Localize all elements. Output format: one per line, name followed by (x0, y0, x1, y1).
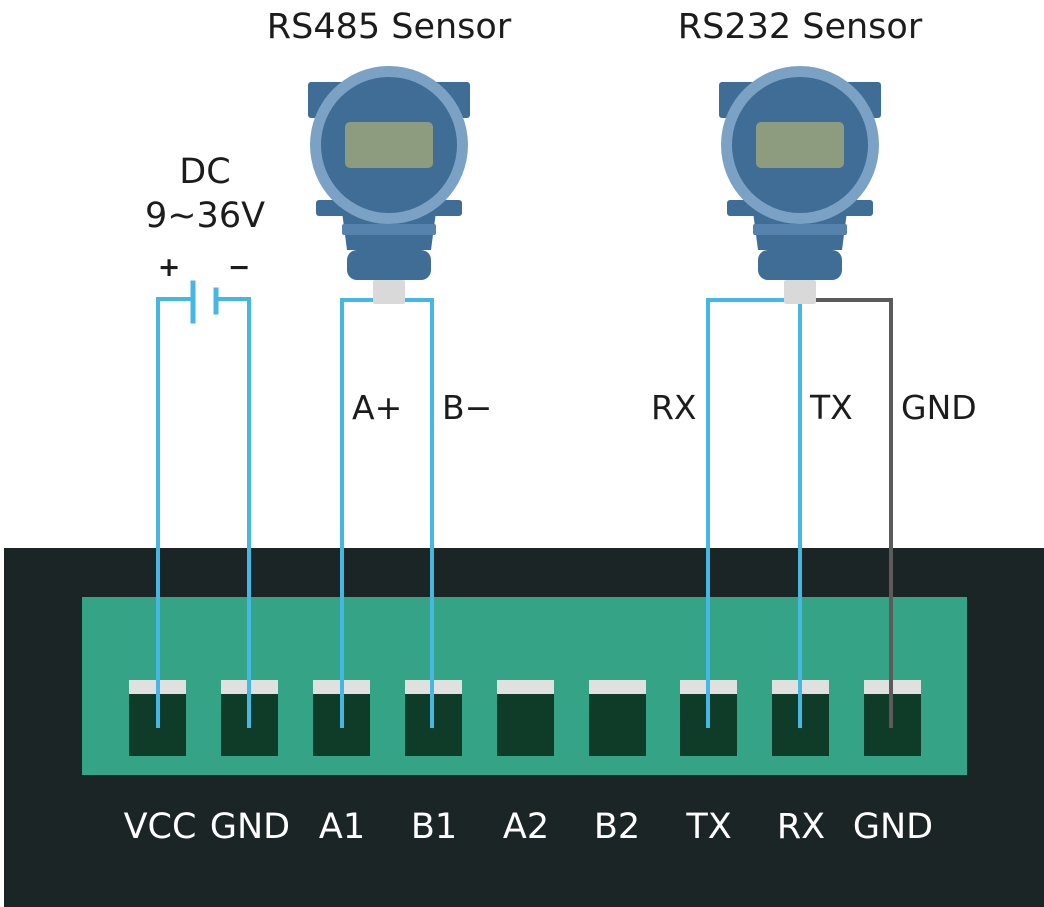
terminal-labels: VCC GND A1 B1 A2 B2 TX RX GND (124, 807, 934, 847)
terminal-label-b2: B2 (594, 807, 640, 847)
wire-label-tx: TX (809, 388, 853, 427)
terminal-label-b1: B1 (411, 807, 457, 847)
terminal-label-gnd1: GND (210, 807, 290, 847)
terminal-label-a2: A2 (503, 807, 549, 847)
wire-gnd-power (216, 297, 251, 728)
terminal-slot-b2 (589, 680, 646, 756)
power-plus-sign: + (158, 252, 181, 283)
terminal-slot-a2 (497, 680, 554, 756)
power-label-voltage: 9~36V (145, 196, 265, 236)
terminal-label-vcc: VCC (124, 807, 197, 847)
wire-label-b-minus: B− (442, 388, 492, 427)
wire-vcc (156, 297, 193, 728)
power-minus-sign: − (228, 252, 251, 283)
power-label-dc: DC (179, 152, 230, 192)
terminal-label-gnd2: GND (853, 807, 933, 847)
terminal-label-rx: RX (777, 807, 825, 847)
rs232-sensor-icon (719, 66, 881, 304)
rs485-sensor-title: RS485 Sensor (267, 7, 512, 47)
wire-label-a-plus: A+ (352, 388, 402, 427)
wire-label-gnd: GND (901, 388, 977, 427)
wire-gnd-rs232 (812, 298, 893, 728)
rs485-sensor-icon (308, 66, 470, 304)
terminal-label-tx: TX (685, 807, 731, 847)
wire-label-rx: RX (651, 388, 697, 427)
wire-rx-to-tx (706, 298, 802, 728)
battery-symbol (190, 280, 219, 324)
rs232-sensor-title: RS232 Sensor (678, 7, 923, 47)
terminal-label-a1: A1 (319, 807, 365, 847)
